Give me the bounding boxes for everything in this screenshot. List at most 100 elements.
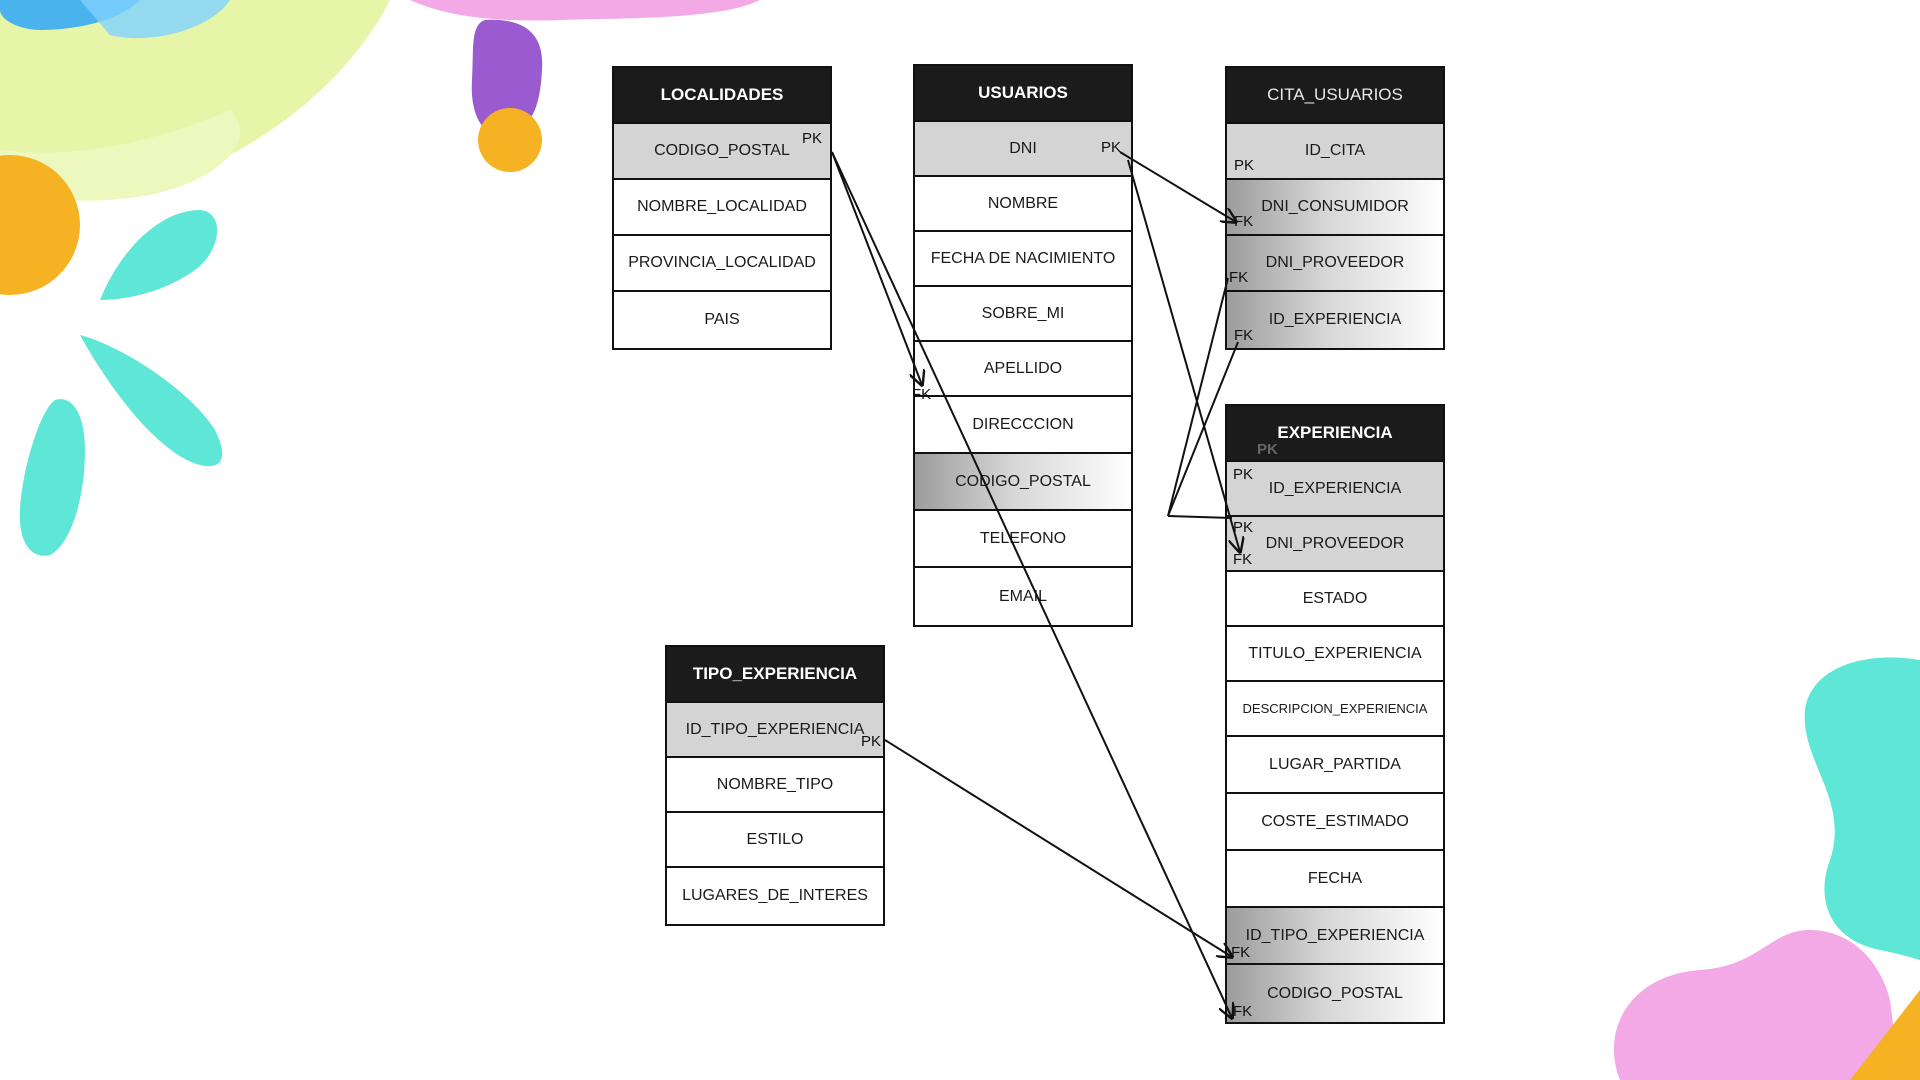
row-label: ID_CITA: [1304, 142, 1366, 159]
link-dni-proveedor: [1127, 159, 1240, 552]
pink-top: [410, 0, 760, 21]
table-cita-usuarios: CITA_USUARIOS ID_CITA PK DNI_CONSUMIDOR …: [1225, 66, 1445, 350]
pk-label: PK: [1233, 466, 1254, 483]
row-provincia-localidad: PROVINCIA_LOCALIDAD: [614, 236, 830, 292]
fk-label: FK: [1231, 944, 1251, 961]
row-codigo-postal: CODIGO_POSTAL PK: [614, 124, 830, 180]
row-id-experiencia: ID_EXPERIENCIA FK: [1227, 292, 1443, 348]
row-label: NOMBRE_TIPO: [716, 775, 834, 793]
row-label: PROVINCIA_LOCALIDAD: [628, 254, 816, 271]
purple-drip: [471, 19, 543, 136]
row-fecha: FECHA: [1227, 851, 1443, 908]
link-localidades-usuarios: [831, 151, 922, 385]
row-label: FECHA DE NACIMIENTO: [930, 249, 1116, 267]
table-header: USUARIOS: [915, 66, 1131, 122]
row-dni-proveedor: DNI_PROVEEDOR PK FK: [1227, 517, 1443, 572]
row-label: NOMBRE: [987, 194, 1059, 212]
row-label: ID_EXPERIENCIA: [1268, 311, 1402, 328]
row-nombre: NOMBRE: [915, 177, 1131, 232]
row-codigo-postal: CODIGO_POSTAL FK: [1227, 965, 1443, 1022]
row-coste-estimado: COSTE_ESTIMADO: [1227, 794, 1443, 851]
row-label: DNI: [1009, 139, 1037, 157]
row-label: ID_TIPO_EXPERIENCIA: [685, 720, 865, 738]
row-label: COSTE_ESTIMADO: [1261, 812, 1409, 830]
blue-corner-2: [80, 0, 230, 39]
row-label: FECHA: [1307, 869, 1363, 887]
row-label: DNI_CONSUMIDOR: [1261, 198, 1409, 215]
row-id-experiencia: ID_EXPERIENCIA PK: [1227, 462, 1443, 517]
table-header: TIPO_EXPERIENCIA: [667, 647, 883, 703]
row-label: EMAIL: [998, 587, 1047, 605]
yellow-green-swash-2: [0, 110, 241, 201]
pk-label: PK: [1234, 157, 1255, 174]
row-label: LUGARES_DE_INTERES: [682, 887, 868, 904]
row-label: CODIGO_POSTAL: [955, 472, 1091, 490]
yellow-green-swash: [0, 0, 390, 194]
table-tipo-experiencia: TIPO_EXPERIENCIA ID_TIPO_EXPERIENCIA PK …: [665, 645, 885, 926]
teal-drop-1: [100, 210, 218, 300]
pk-label: PK: [860, 733, 881, 750]
pk-label: PK: [1233, 519, 1254, 536]
row-nombre-localidad: NOMBRE_LOCALIDAD: [614, 180, 830, 236]
link-dni-consumidor: [1119, 151, 1236, 222]
pk-label-faded: PK: [1257, 441, 1278, 458]
row-label: NOMBRE_LOCALIDAD: [637, 198, 807, 215]
row-label: ID_EXPERIENCIA: [1268, 479, 1402, 497]
row-email: EMAIL: [915, 568, 1131, 625]
row-id-cita: ID_CITA PK: [1227, 124, 1443, 180]
row-id-tipo-experiencia: ID_TIPO_EXPERIENCIA FK: [1227, 908, 1443, 965]
row-pais: PAIS: [614, 292, 830, 348]
orange-bottom-right: [1850, 990, 1920, 1080]
orange-circle-left: [0, 155, 80, 295]
row-label: DIRECCCION: [972, 415, 1074, 433]
link-cita-experiencia-join: [1167, 515, 1233, 519]
row-sobre-mi: SOBRE_MI: [915, 287, 1131, 342]
row-label: SOBRE_MI: [981, 304, 1065, 322]
fk-label: FK: [1234, 213, 1254, 230]
row-label: TITULO_EXPERIENCIA: [1248, 644, 1422, 662]
table-experiencia: EXPERIENCIA PK ID_EXPERIENCIA PK DNI_PRO…: [1225, 404, 1445, 1024]
table-localidades: LOCALIDADES CODIGO_POSTAL PK NOMBRE_LOCA…: [612, 66, 832, 350]
row-label: DNI_PROVEEDOR: [1265, 534, 1405, 552]
row-estilo: ESTILO: [667, 813, 883, 868]
fk-label: FK: [1234, 327, 1254, 344]
fk-label: FK: [1233, 1003, 1253, 1020]
row-titulo-experiencia: TITULO_EXPERIENCIA: [1227, 627, 1443, 682]
fk-label: FK: [1229, 269, 1249, 286]
row-telefono: TELEFONO: [915, 511, 1131, 568]
blue-corner: [0, 0, 140, 30]
row-nombre-tipo: NOMBRE_TIPO: [667, 758, 883, 813]
row-label: TELEFONO: [979, 529, 1067, 547]
row-lugar-partida: LUGAR_PARTIDA: [1227, 737, 1443, 794]
row-label: CODIGO_POSTAL: [1267, 984, 1403, 1002]
table-header: EXPERIENCIA PK: [1227, 406, 1443, 462]
orange-drop: [478, 108, 542, 172]
table-header: CITA_USUARIOS: [1227, 68, 1443, 124]
link-tipo-experiencia: [884, 739, 1232, 957]
row-label: ESTADO: [1302, 589, 1368, 607]
row-dni-proveedor: DNI_PROVEEDOR FK: [1227, 236, 1443, 292]
pink-bottom-right: [1613, 930, 1900, 1080]
teal-drop-3: [19, 399, 85, 556]
link-cita-dni-proveedor: [1167, 277, 1229, 517]
pk-label: PK: [801, 130, 822, 147]
header-label: EXPERIENCIA: [1277, 423, 1393, 442]
row-codigo-postal: CODIGO_POSTAL: [915, 454, 1131, 511]
row-dni: DNI PK: [915, 122, 1131, 177]
fk-label: FK: [1233, 551, 1253, 568]
teal-drop-2: [80, 335, 223, 467]
row-apellido: APELLIDO: [915, 342, 1131, 397]
row-label: DNI_PROVEEDOR: [1265, 254, 1405, 271]
teal-bottom-right: [1804, 657, 1920, 960]
table-header: LOCALIDADES: [614, 68, 830, 124]
row-label: ID_TIPO_EXPERIENCIA: [1245, 926, 1425, 944]
row-label: DESCRIPCION_EXPERIENCIA: [1242, 701, 1428, 716]
row-descripcion-experiencia: DESCRIPCION_EXPERIENCIA: [1227, 682, 1443, 737]
row-label: PAIS: [704, 311, 740, 328]
table-usuarios: USUARIOS DNI PK NOMBRE FECHA DE NACIMIEN…: [913, 64, 1133, 627]
row-direccion: DIRECCCION: [915, 397, 1131, 454]
row-label: LUGAR_PARTIDA: [1269, 755, 1401, 773]
row-lugares-de-interes: LUGARES_DE_INTERES: [667, 868, 883, 924]
pk-label: PK: [1100, 139, 1121, 156]
row-label: CODIGO_POSTAL: [654, 142, 790, 159]
